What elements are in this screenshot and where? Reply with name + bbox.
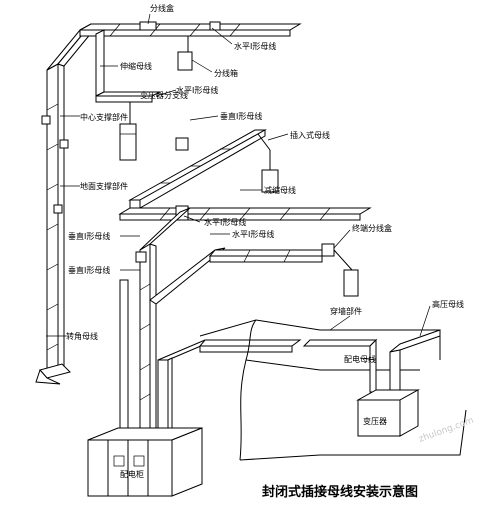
label-horizontal-3: 水平I形母线 xyxy=(204,217,246,227)
label-horizontal-2: 水平I形母线 xyxy=(176,85,218,95)
label-vertical-2: 垂直I形母线 xyxy=(68,231,110,241)
label-horizontal-4: 水平I形母线 xyxy=(232,229,274,239)
label-reducer-mid: 减缩母线 xyxy=(264,185,296,195)
label-vertical-1: 垂直I形母线 xyxy=(220,111,262,121)
right-branch-busbar xyxy=(149,243,359,305)
top-horizontal-busbar xyxy=(79,21,302,71)
label-floor-support: 地面支撑部件 xyxy=(80,181,128,191)
label-branch-box-mid: 分线箱 xyxy=(214,68,238,78)
label-transformer: 变压器 xyxy=(363,416,387,426)
label-switchgear: 配电柜 xyxy=(120,469,144,479)
label-corner-busbar: 转角母线 xyxy=(66,331,98,341)
switchgear xyxy=(87,427,203,497)
wall-and-transformer-room xyxy=(199,319,467,461)
label-reducer-top: 伸缩母线 xyxy=(120,61,152,71)
label-plug-in: 插入式母线 xyxy=(290,130,330,140)
high-voltage-busbar xyxy=(389,329,441,393)
leader-lines xyxy=(46,13,431,361)
label-center-support: 中心支撑部件 xyxy=(80,112,128,122)
terminal-branch-box xyxy=(343,269,359,297)
label-wall-support: 穿墙部件 xyxy=(330,306,362,316)
watermark: zhulong.com xyxy=(418,416,476,445)
label-horizontal-1: 水平I形母线 xyxy=(234,41,276,51)
branch-box-top-unit xyxy=(177,51,193,71)
diagram-title: 封闭式插接母线安装示意图 xyxy=(262,484,418,500)
transformer-branch-drop xyxy=(95,29,161,161)
label-dist-busbar: 配电母线 xyxy=(344,354,376,364)
label-transformer-box: 变压器分支线 xyxy=(140,90,188,100)
middle-horizontal-busbar xyxy=(128,129,279,209)
label-branch-box-right: 终端分线盒 xyxy=(352,223,392,233)
transformer xyxy=(356,389,420,437)
central-vertical-riser xyxy=(135,207,191,437)
plug-in-box xyxy=(261,169,279,193)
label-branch-box-top: 分线盒 xyxy=(150,3,174,13)
main-vertical-riser xyxy=(35,23,98,385)
distribution-cabinet-upper xyxy=(119,123,137,161)
label-high-voltage: 高压母线 xyxy=(432,299,464,309)
label-vertical-3: 垂直I形母线 xyxy=(68,265,110,275)
wall-feed xyxy=(302,338,378,393)
